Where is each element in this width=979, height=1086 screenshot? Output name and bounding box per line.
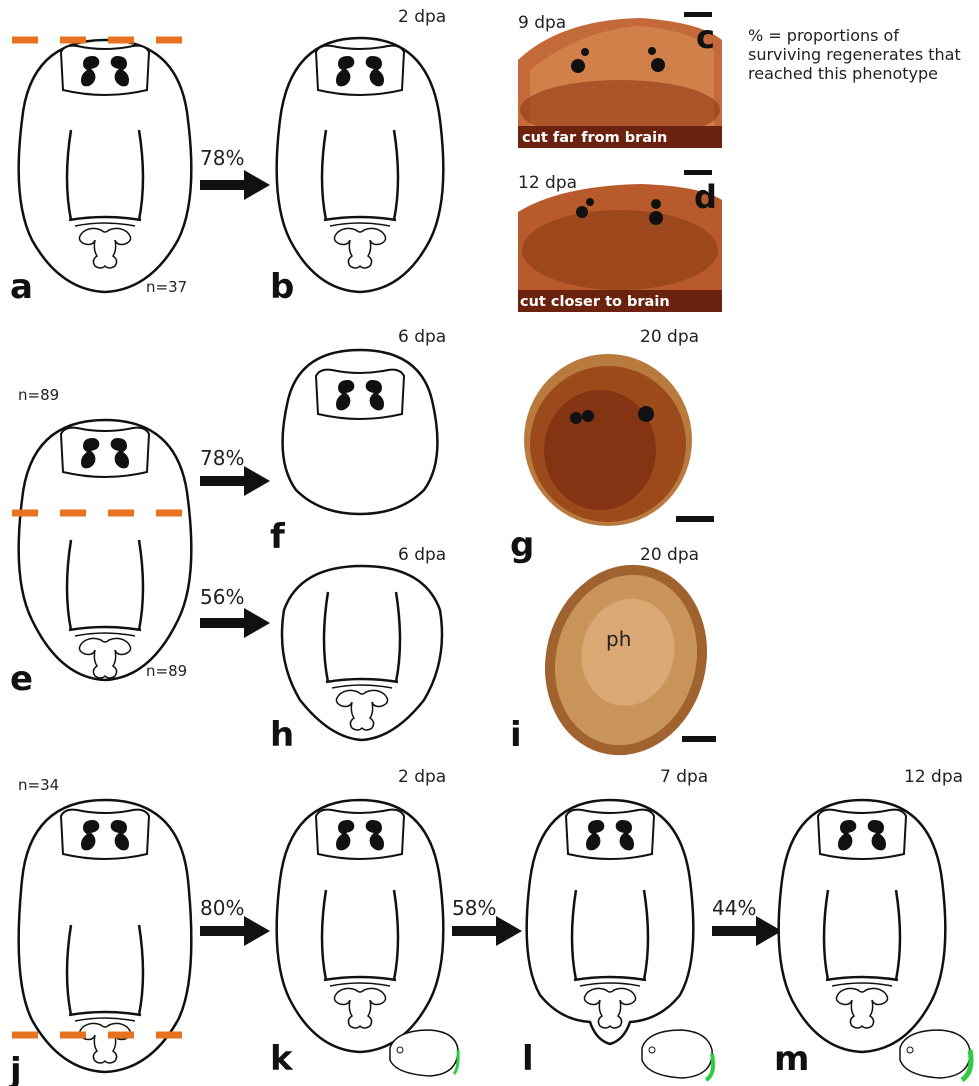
organism-h xyxy=(282,566,442,740)
percent-ab: 78% xyxy=(200,146,244,170)
percent-ef: 78% xyxy=(200,446,244,470)
scale-bar-c xyxy=(684,12,712,17)
panel-label-j: j xyxy=(8,1051,22,1086)
panel-label-i: i xyxy=(510,715,522,755)
panel-label-g: g xyxy=(510,525,534,565)
panel-label-h: h xyxy=(270,715,294,755)
time-b: 2 dpa xyxy=(398,7,446,27)
arrow-lm-icon xyxy=(712,916,782,946)
time-k: 2 dpa xyxy=(398,767,446,787)
percent-jk: 80% xyxy=(200,896,244,920)
panel-label-l: l xyxy=(522,1039,534,1079)
side-view-l xyxy=(642,1030,713,1080)
time-g: 20 dpa xyxy=(640,327,699,347)
time-l: 7 dpa xyxy=(660,767,708,787)
organism-e xyxy=(19,420,192,680)
panel-label-k: k xyxy=(270,1039,294,1079)
panel-label-m: m xyxy=(774,1039,809,1079)
arrow-ab-icon xyxy=(200,170,270,200)
organism-a xyxy=(19,40,192,292)
organism-j xyxy=(19,800,192,1072)
count-e-top: n=89 xyxy=(18,386,59,404)
arrow-eh-icon xyxy=(200,608,270,638)
panel-label-b: b xyxy=(270,267,294,307)
time-d: 12 dpa xyxy=(518,173,577,193)
organism-k xyxy=(277,800,444,1052)
organism-f xyxy=(283,350,438,514)
percent-lm: 44% xyxy=(712,896,756,920)
count-j: n=34 xyxy=(18,776,59,794)
arrow-kl-icon xyxy=(452,916,522,946)
pharynx-label: ph xyxy=(606,627,631,651)
time-i: 20 dpa xyxy=(640,545,699,565)
panel-label-f: f xyxy=(270,517,286,557)
time-f: 6 dpa xyxy=(398,327,446,347)
side-view-m xyxy=(900,1030,971,1080)
organism-b xyxy=(277,38,444,292)
percent-kl: 58% xyxy=(452,896,496,920)
organism-l xyxy=(527,800,694,1044)
panel-label-a: a xyxy=(10,267,33,307)
percent-eh: 56% xyxy=(200,585,244,609)
panel-label-d: d xyxy=(694,178,717,216)
side-view-k xyxy=(390,1030,458,1076)
caption-d: cut closer to brain xyxy=(520,294,670,310)
caption-c: cut far from brain xyxy=(522,130,667,146)
legend-note: % = proportions of surviving regenerates… xyxy=(748,26,973,83)
count-a: n=37 xyxy=(146,278,187,296)
scale-bar-d xyxy=(684,170,712,175)
count-e-bottom: n=89 xyxy=(146,662,187,680)
time-m: 12 dpa xyxy=(904,767,963,787)
organism-m xyxy=(779,800,946,1052)
panel-label-e: e xyxy=(10,659,33,699)
photo-g xyxy=(524,354,692,526)
arrow-ef-icon xyxy=(200,466,270,496)
panel-label-c: c xyxy=(696,18,715,56)
scale-bar-i xyxy=(682,736,716,742)
time-h: 6 dpa xyxy=(398,545,446,565)
arrow-jk-icon xyxy=(200,916,270,946)
time-c: 9 dpa xyxy=(518,13,566,33)
scale-bar-g xyxy=(676,516,714,522)
